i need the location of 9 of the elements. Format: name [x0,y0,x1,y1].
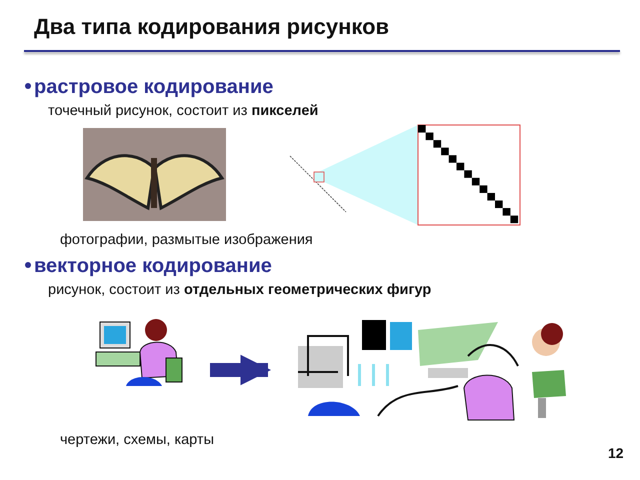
bullet-heading: векторное кодирование [34,255,272,278]
body-text: рисунок, состоит из отдельных геометрических фигур [48,282,432,298]
page-number: 12 [608,445,624,461]
slide-title: Два типа кодирования рисунков [34,14,390,40]
bullet-heading: растровое кодирование [34,76,274,99]
body-text: точечный рисунок, состоит из пикселей [48,103,318,119]
body-text: чертежи, схемы, карты [60,432,214,448]
block-arrow [210,354,272,386]
body-text: фотографии, размытые изображения [60,232,313,248]
